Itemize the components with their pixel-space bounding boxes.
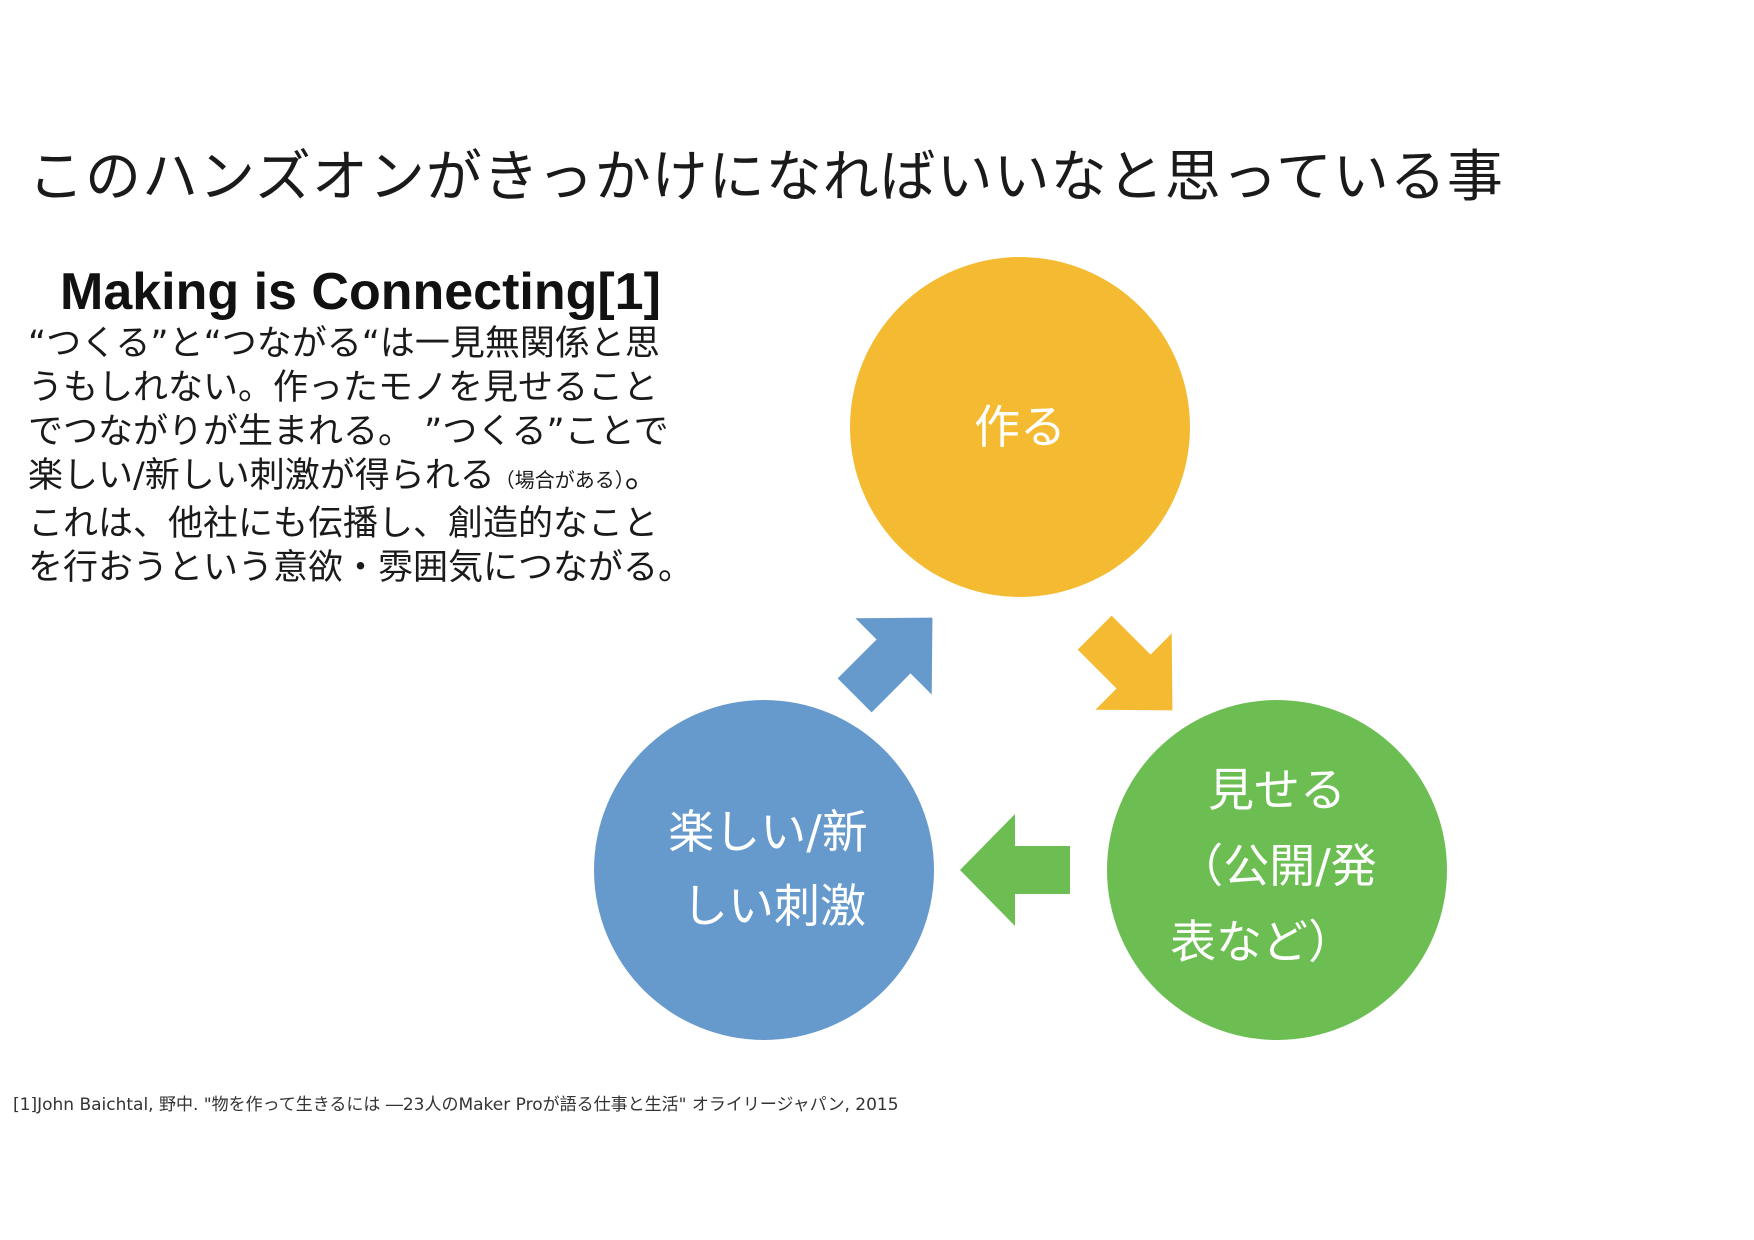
body-line-6: を行おうという意欲・雰囲気につながる。 [28,548,694,588]
node-fun-label-line-1: 楽しい/新 [668,805,868,859]
making-is-connecting-heading: Making is Connecting[1] [60,263,661,321]
node-show-label-line-1: 見せる [1208,763,1346,817]
body-paragraph: “つくる”と“つながる“は一見無関係と思 うもしれない。作ったモノを見せること … [28,322,728,590]
node-make-circle [850,257,1190,597]
body-line-1: “つくる”と“つながる“は一見無関係と思 [28,324,660,364]
node-show-label-line-2: （公開/発 [1177,839,1377,893]
node-make-label: 作る [974,400,1066,454]
arrow-fun-to-make [837,617,933,713]
node-fun-label-line-2: しい刺激 [682,879,866,933]
arrow-show-to-fun [960,814,1070,926]
node-fun-circle [594,700,934,1040]
body-line-4-main: 楽しい/新しい刺激が得られる [28,456,495,496]
slide-title: このハンズオンがきっかけになればいいなと思っている事 [28,145,1504,210]
body-line-4-note: （場合がある） [494,468,625,492]
body-line-2: うもしれない。作ったモノを見せること [28,368,659,408]
body-line-3: でつながりが生まれる。 ”つくる”ことで [28,412,669,452]
node-show-label-line-3: 表など） [1170,915,1354,969]
node-show-circle [1107,700,1447,1040]
body-line-4-end: 。 [624,456,660,496]
body-line-4: 楽しい/新しい刺激が得られる（場合がある）。 [28,454,728,502]
arrow-make-to-show [1077,615,1173,711]
body-line-5: これは、他社にも伝播し、創造的なこと [28,504,659,544]
reference-footnote: [1]John Baichtal, 野中. "物を作って生きるには ―23人のM… [13,1095,899,1115]
